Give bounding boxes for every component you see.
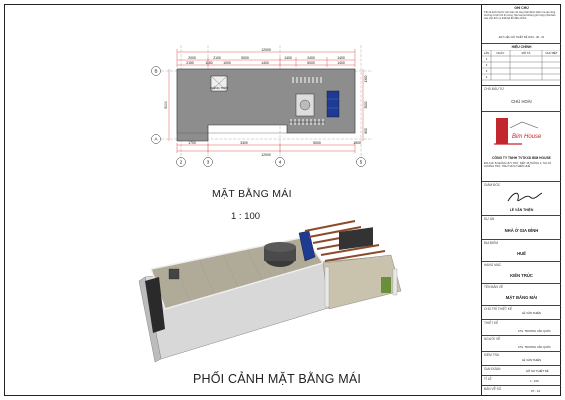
dim-top: 2000: [188, 56, 196, 60]
axis-label: 2: [180, 160, 183, 165]
roof-plan: GIẾNG TRỜI: [151, 45, 373, 167]
dim-left: 5000: [164, 101, 168, 109]
title-block: GHI CHÚ Tất cả kích thước trên bản vẽ nà…: [481, 5, 561, 395]
scale-value: 1 : 100: [530, 379, 539, 383]
location-label: ĐỊA ĐIỂM: [484, 241, 498, 245]
plan-scale: 1 : 100: [231, 211, 261, 222]
dim-bottom-total: 12000: [261, 153, 271, 157]
solar-panel: [326, 90, 340, 118]
dim-right: 1300: [364, 75, 368, 82]
owner-label: CHỦ ĐẦU TƯ: [484, 87, 505, 91]
revision-col: MÔ TẢ: [522, 50, 531, 55]
project-label: DỰ ÁN: [484, 217, 495, 221]
bim-house-logo-icon: Bim House: [494, 118, 542, 145]
revision-row: 3: [486, 69, 488, 73]
dim-top2: 1400: [337, 61, 345, 65]
company-name: CÔNG TY TNHH TVTKXD BIM HOUSE: [492, 156, 551, 160]
scale-label: TỈ LỆ: [484, 377, 492, 381]
category-label: HẠNG MỤC: [484, 263, 502, 267]
revision-col: CHỦ BỆT: [545, 50, 558, 55]
revision-col: NGÀY: [497, 51, 505, 55]
dim-top2: 5000: [307, 61, 315, 65]
dim-right: 800: [364, 128, 368, 134]
phase-value: HỒ SƠ THIẾT KẾ: [526, 369, 549, 373]
project-section: DỰ ÁN NHÀ Ở GIA ĐÌNH: [482, 215, 561, 239]
sign-row: CHỦ TRÌ THIẾT KẾ LÊ VĂN THIỆN: [482, 305, 561, 319]
drawing-area: GIẾNG TRỜI: [5, 5, 481, 395]
sign-row: NGƯỜI VẼ KTS. TRƯƠNG VĂN QUỐC: [482, 335, 561, 351]
sheet-value: KT - 10: [531, 389, 541, 393]
dim-top: 1400: [337, 56, 345, 60]
notes-heading: GHI CHÚ: [514, 6, 529, 10]
axis-label: B: [154, 69, 157, 74]
plan-title: MẶT BẰNG MÁI: [212, 188, 292, 200]
roof-perspective: [138, 220, 402, 363]
axis-label: 5: [360, 160, 363, 165]
revision-row: 4: [486, 75, 488, 79]
company-section: Bim House CÔNG TY TNHH TVTKXD BIM HOUSE …: [482, 111, 561, 177]
dim-top: 5000: [241, 56, 249, 60]
dim-top2: 2150: [186, 61, 194, 65]
drawing-label: TÊN BẢN VẼ: [484, 285, 503, 289]
revision-col: LẦN: [484, 51, 489, 55]
director-name: LÊ VĂN THIỆN: [509, 208, 534, 212]
dim-top-total: 12000: [261, 48, 271, 52]
location-section: ĐỊA ĐIỂM HUẾ: [482, 239, 561, 261]
sheet-label: BẢN VẼ SỐ: [484, 387, 502, 391]
notes-text: Tất cả kích thước trên bản vẽ này phải đ…: [484, 11, 556, 20]
drawing-name: MẶT BẰNG MÁI: [505, 295, 538, 300]
dim-top2: 1000: [223, 61, 231, 65]
perspective-title: PHỐI CẢNH MẶT BẰNG MÁI: [193, 372, 362, 386]
category-name: KIẾN TRÚC: [510, 273, 533, 278]
dim-bottom: 5000: [313, 141, 321, 145]
dim-top: 2100: [213, 56, 221, 60]
dim-bottom: 3300: [240, 141, 248, 145]
axis-label: 3: [207, 160, 210, 165]
drawing-sheet: GIẾNG TRỜI: [4, 4, 561, 396]
stamp-text: ĐẠT LIỆU HỒ THIẾT KẾ 2019 - 08 - 20: [498, 36, 545, 39]
revision-row: 1: [486, 57, 488, 61]
category-section: HẠNG MỤC KIẾN TRÚC: [482, 261, 561, 283]
revision-heading: HIỆU CHỈNH: [511, 45, 532, 49]
project-name: NHÀ Ở GIA ĐÌNH: [504, 228, 539, 233]
dim-top: 2400: [307, 56, 315, 60]
phase-row: GIAI ĐOẠN HỒ SƠ THIẾT KẾ: [482, 365, 561, 375]
revision-table: LẦN NGÀY MÔ TẢ CHỦ BỆT 1 2 3 4: [482, 50, 561, 81]
notes-section: GHI CHÚ Tất cả kích thước trên bản vẽ nà…: [482, 5, 561, 43]
director-label: GIÁM ĐỐC: [484, 183, 501, 187]
owner-section: CHỦ ĐẦU TƯ CHÚ HOÀI: [482, 85, 561, 111]
logo-text: Bim House: [512, 134, 542, 140]
dim-top2: 1150: [205, 61, 212, 65]
location-name: HUẾ: [517, 251, 526, 256]
skylight-label: GIẾNG TRỜI: [210, 85, 228, 90]
drawing-name-section: TÊN BẢN VẼ MẶT BẰNG MÁI: [482, 283, 561, 305]
dim-bottom: 1900: [353, 141, 361, 145]
axis-label: 4: [279, 160, 282, 165]
sheet-row: BẢN VẼ SỐ KT - 10: [482, 385, 561, 395]
phase-label: GIAI ĐOẠN: [484, 367, 501, 371]
director-signature: [507, 192, 543, 202]
axis-label: A: [154, 137, 157, 142]
dim-bottom: 1700: [188, 141, 196, 145]
dim-top2: 1400: [261, 61, 269, 65]
sign-row: THIẾT KẾ KTS. TRƯƠNG VĂN QUỐC: [482, 319, 561, 335]
revision-row: 2: [486, 63, 488, 67]
dim-right: 3000: [364, 101, 368, 108]
company-address: ĐỊA CHỈ: 52 ĐÀNG HUY TRỨ, KIỆT 45 THÔNG …: [484, 162, 552, 168]
dim-top: 1400: [284, 56, 292, 60]
scale-row: TỈ LỆ 1 : 100: [482, 375, 561, 385]
revision-section: HIỆU CHỈNH LẦN NGÀY MÔ TẢ CHỦ BỆT 1 2 3 …: [482, 43, 561, 83]
sign-row: KIỂM TRA LÊ VĂN THIỆN: [482, 351, 561, 365]
owner-name: CHÚ HOÀI: [511, 99, 532, 104]
director-section: GIÁM ĐỐC LÊ VĂN THIỆN: [482, 181, 561, 215]
